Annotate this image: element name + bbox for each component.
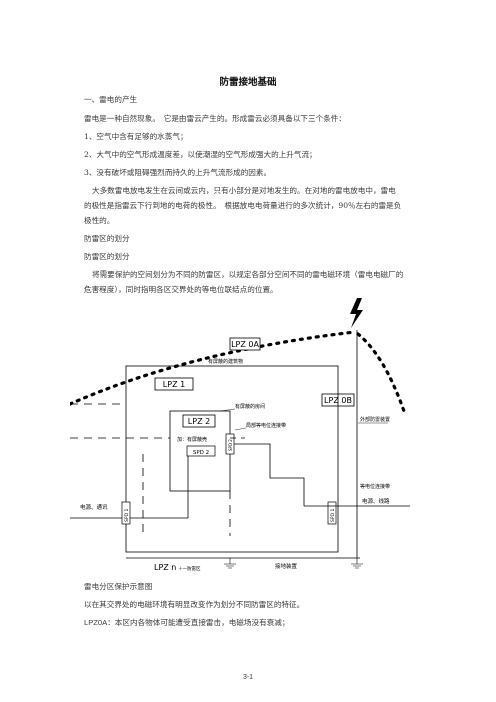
zone-heading-2: 防雷区的划分 bbox=[84, 252, 130, 261]
building-outline bbox=[125, 365, 339, 553]
condition-3: 3、没有破坏或阻碍强烈而持久的上升气流形成的因素。 bbox=[84, 168, 272, 177]
zone-desc-line-1: 将需要保护的空间划分为不同的防雷区，以规定各部分空间不同的雷电磁环境（雷电电磁厂… bbox=[92, 270, 404, 279]
external-lps-label: 外部防雷装置 bbox=[360, 416, 390, 423]
intro-text: 雷电是一种自然现象。 它是由雷云产生的。形成雷云必须具备以下三个条件： bbox=[84, 114, 346, 123]
spd1-left-box bbox=[121, 501, 131, 525]
protection-boundary-dotted-right bbox=[356, 332, 407, 416]
figure-caption: 雷电分区保护示意图 bbox=[84, 582, 153, 591]
protection-boundary-dotted bbox=[70, 330, 357, 406]
spd-mid-label: SPD 2 bbox=[228, 439, 233, 451]
spd2-box bbox=[186, 445, 216, 457]
lpz1-label: LPZ 1 bbox=[163, 380, 185, 389]
lpz2-label: LPZ 2 bbox=[188, 417, 210, 426]
device-shield-label: 加：有屏蔽壳 bbox=[177, 436, 207, 443]
spd2-label: SPD 2 bbox=[193, 450, 209, 456]
local-bonding-label: 局部等电位连接带 bbox=[246, 422, 286, 429]
ground-symbol-icon-2 bbox=[351, 558, 363, 569]
room-shield-leader bbox=[219, 408, 236, 412]
spd1-left-label: SPD 1 bbox=[124, 509, 130, 522]
after-text-2: LPZ0A：本区内各物体可能遭受直接雷击，电磁场没有衰减； bbox=[84, 618, 290, 627]
paragraph-line-3: 极性的。 bbox=[84, 216, 115, 225]
lpz1-box bbox=[154, 377, 194, 391]
lpz2-box bbox=[182, 414, 216, 428]
ground-symbol-icon bbox=[224, 558, 236, 569]
section-heading-lightning: 一、雷电的产生 bbox=[84, 95, 138, 104]
ground-label: 接地装置 bbox=[275, 562, 298, 570]
page-title: 防雷接地基础 bbox=[219, 77, 277, 88]
equipotential-label: 等电位连接带 bbox=[360, 483, 390, 490]
lpz-diagram: LPZ 0A LPZ 0B 外部防雷装置 有屏蔽的建筑物 LPZ 1 有屏蔽的房… bbox=[70, 298, 410, 572]
page-number: 3-1 bbox=[242, 674, 254, 681]
condition-1: 1、空气中含有足够的水蒸气； bbox=[84, 132, 188, 141]
lpz0a-label: LPZ 0A bbox=[231, 340, 259, 349]
spd1-right-box bbox=[327, 501, 337, 525]
lpz0a-box bbox=[229, 337, 261, 351]
lpz-n-label: LPZ n bbox=[154, 563, 176, 572]
power-right-label: 电源、线路 bbox=[362, 497, 390, 505]
internal-cable bbox=[234, 443, 305, 506]
paragraph-line-1: 大多数雷电放电发生在云间或云内，只有小部分是对地发生的。在对地的雷电放电中，雷电 bbox=[92, 186, 396, 195]
local-bonding-leader bbox=[234, 427, 247, 431]
room-shield-label: 有屏蔽的房间 bbox=[235, 403, 265, 410]
lightning-bolt-icon bbox=[350, 298, 363, 328]
power-left-label: 电源、通讯 bbox=[80, 503, 108, 511]
zone-desc-line-2: 危害程度），同时指明各区交界处的等电位联结点的位置。 bbox=[84, 285, 278, 294]
lpz-n-note: ＋一防雷区 bbox=[178, 565, 201, 572]
condition-2: 2、大气中的空气形成温度差，以使潮湿的空气形成强大的上升气流； bbox=[84, 150, 317, 159]
zone-heading: 防雷区的划分 bbox=[84, 234, 130, 243]
spd1-right-label: SPD 1 bbox=[330, 509, 336, 522]
paragraph-line-2: 的极性是指雷云下行到地的电荷的极性。 根据放电电荷量进行的多次统计，90％左右的… bbox=[84, 201, 402, 210]
building-shield-label: 有屏蔽的建筑物 bbox=[208, 358, 243, 365]
after-text-1: 以在其交界处的电磁环境有明显改变作为划分不同防雷区的特征。 bbox=[84, 600, 305, 609]
